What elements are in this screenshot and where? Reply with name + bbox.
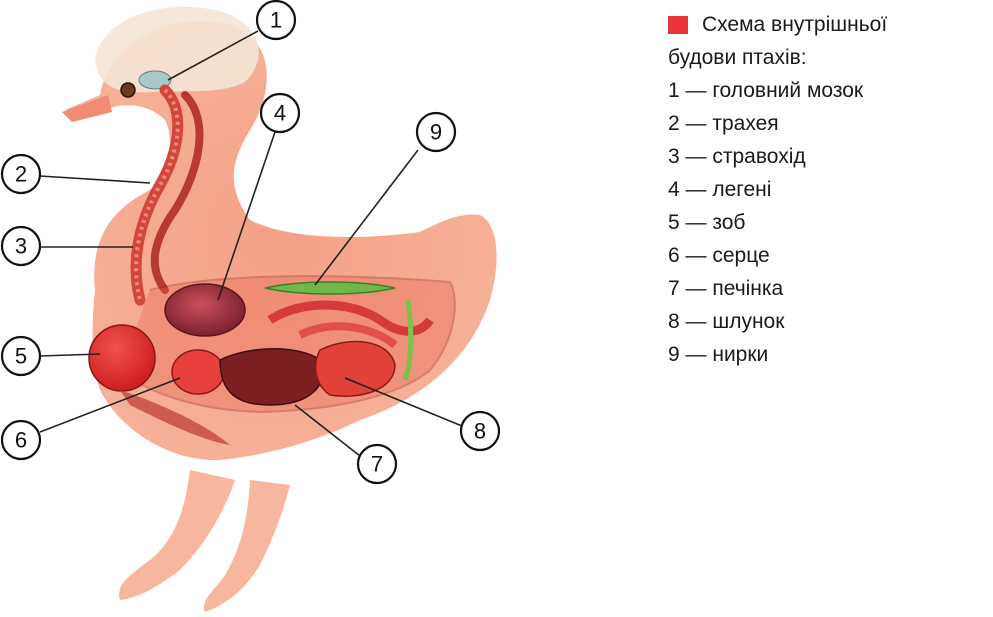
callout-1: 1 xyxy=(255,0,297,41)
legend-item-trachea: 2 — трахея xyxy=(668,112,779,135)
callout-8: 8 xyxy=(459,410,501,452)
legend-marker-icon xyxy=(668,15,688,34)
legend-item-stomach: 8 — шлунок xyxy=(668,310,785,333)
legend-item-brain: 1 — головний мозок xyxy=(668,79,864,102)
legend-item-kidneys: 9 — нирки xyxy=(668,343,769,366)
legend-subtitle: будови птахів: xyxy=(668,46,807,69)
callout-number: 9 xyxy=(430,120,442,145)
callout-number: 1 xyxy=(270,8,282,33)
callout-4: 4 xyxy=(259,92,301,134)
legend-title: Схема внутрішньої xyxy=(702,13,888,36)
leader-lines xyxy=(39,30,463,457)
callout-number: 3 xyxy=(15,234,27,259)
legend-title-row: Схема внутрішньої xyxy=(668,8,988,41)
legend-item-lungs: 4 — легені xyxy=(668,178,772,201)
legend-item-liver: 7 — печінка xyxy=(668,277,784,300)
callout-5: 5 xyxy=(0,335,42,377)
callout-number: 5 xyxy=(15,344,27,369)
callout-3: 3 xyxy=(0,225,42,267)
callout-number: 8 xyxy=(474,419,486,444)
callout-number: 6 xyxy=(15,428,27,453)
legend-item-crop: 5 — зоб xyxy=(668,211,746,234)
internal-organs xyxy=(88,84,456,445)
legend: Схема внутрішньої будови птахів: 1 — гол… xyxy=(668,8,988,371)
callout-number: 4 xyxy=(274,101,286,126)
callout-number: 2 xyxy=(15,162,27,187)
legend-item-heart: 6 — серце xyxy=(668,244,770,267)
callout-number: 7 xyxy=(371,452,383,477)
callout-2: 2 xyxy=(0,153,42,195)
legend-item-esophagus: 3 — стравохід xyxy=(668,145,806,168)
callout-7: 7 xyxy=(356,443,398,485)
callout-6: 6 xyxy=(0,419,42,461)
callout-9: 9 xyxy=(415,111,457,153)
